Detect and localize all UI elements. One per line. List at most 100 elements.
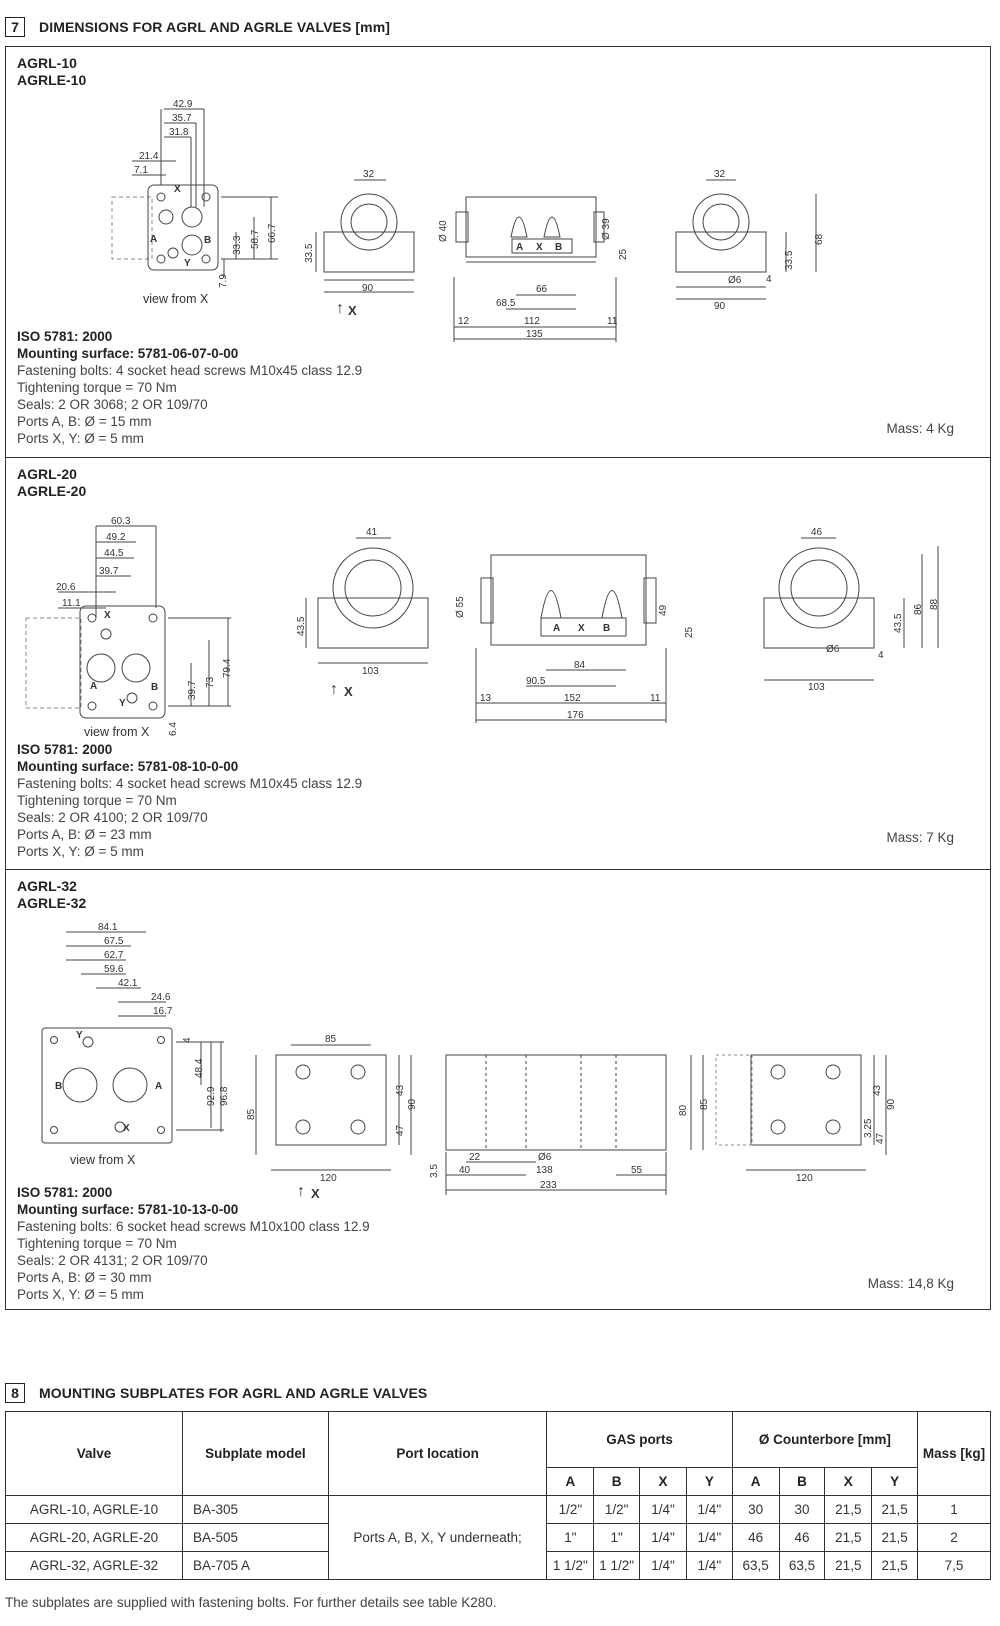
dim-label: 43: [395, 1084, 406, 1096]
arrow-up-icon: ↑: [330, 681, 338, 698]
dim-label: 12: [458, 316, 470, 327]
section-number: 7: [5, 17, 25, 37]
dim-label: Ø 39: [601, 218, 612, 240]
dim-label: 7.9: [218, 274, 229, 288]
gas-y: 1/4": [685, 1523, 733, 1552]
mass-cell: 1: [917, 1495, 991, 1524]
gas-y: 1/4": [685, 1495, 733, 1524]
dim-label: Ø6: [538, 1152, 552, 1163]
dim-label: 138: [536, 1165, 553, 1176]
mounting-face-drawing: [41, 931, 224, 1144]
dim-label: 176: [567, 710, 584, 721]
view-direction-label: X: [344, 684, 353, 699]
dim-label: Ø 40: [438, 220, 449, 242]
mass-value: Mass: 4 Kg: [886, 421, 954, 436]
ports-ab: Ports A, B: Ø = 30 mm: [17, 1270, 152, 1285]
dim-label: 44.5: [104, 548, 124, 559]
spec-block: ISO 5781: 2000 Mounting surface: 5781-08…: [17, 741, 362, 860]
gas-a: 1/2": [546, 1495, 595, 1524]
view-label: view from X: [84, 725, 150, 739]
dim-label: 90: [407, 1098, 418, 1110]
dim-label: 11.1: [62, 598, 81, 609]
header-mass: Mass [kg]: [917, 1411, 991, 1496]
ports-ab: Ports A, B: Ø = 15 mm: [17, 414, 152, 429]
dim-label: 96.8: [219, 1086, 230, 1106]
dim-label: 33.5: [304, 243, 315, 263]
dim-label: 112: [524, 316, 540, 327]
front-view-dims: 41 43.5 103: [296, 527, 379, 677]
dim-label: 90: [362, 283, 374, 294]
dim-label: 68: [814, 233, 825, 245]
table-row: AGRL-20, AGRLE-20 BA-505 1" 1" 1/4" 1/4"…: [5, 1523, 991, 1552]
valve-cell: AGRL-32, AGRLE-32: [5, 1551, 183, 1580]
ports-ab: Ports A, B: Ø = 23 mm: [17, 827, 152, 842]
mass-value: Mass: 14,8 Kg: [867, 1276, 954, 1291]
dim-label: 90: [886, 1098, 897, 1110]
dim-label: 85: [699, 1098, 710, 1110]
iso-standard: ISO 5781: 2000: [17, 742, 113, 757]
dim-label: 120: [320, 1173, 337, 1184]
subheader-a: A: [546, 1467, 595, 1496]
valve-cell: AGRL-10, AGRLE-10: [5, 1495, 183, 1524]
dim-label: 68.5: [496, 298, 516, 309]
fastening-bolts: Fastening bolts: 6 socket head screws M1…: [17, 1219, 370, 1234]
port-label-a: A: [553, 623, 560, 634]
tightening-torque: Tightening torque = 70 Nm: [17, 793, 177, 808]
dim-label: 11: [607, 316, 618, 327]
port-label-y: Y: [76, 1030, 83, 1041]
dim-label: 11: [650, 693, 661, 704]
dim-label: 4: [878, 650, 884, 661]
port-label-x: X: [174, 184, 181, 195]
mass-cell: 2: [917, 1523, 991, 1552]
iso-standard: ISO 5781: 2000: [17, 329, 113, 344]
section-title: MOUNTING SUBPLATES FOR AGRL AND AGRLE VA…: [39, 1385, 428, 1401]
port-label-b: B: [151, 682, 158, 693]
cb-b: 46: [778, 1523, 826, 1552]
subplate-cell: BA-705 A: [182, 1551, 329, 1580]
model-name: AGRL-20 AGRLE-20: [17, 466, 87, 499]
spec-block: ISO 5781: 2000 Mounting surface: 5781-10…: [17, 1184, 370, 1303]
dim-label: 120: [796, 1173, 813, 1184]
end-view-dims: 43 90 3.25 47 120: [796, 1084, 897, 1184]
dim-label: 73: [205, 676, 216, 688]
dim-label: 6.4: [168, 722, 179, 736]
header-valve: Valve: [5, 1411, 183, 1496]
valve-panel-10: AGRL-10 AGRLE-10: [6, 47, 990, 457]
drawing-agrl-20: 60.3 49.2 44.5 39.7 20.6 11.1 39.7 73 79…: [25, 516, 940, 739]
cb-x: 21,5: [824, 1495, 873, 1524]
cb-a: 46: [731, 1523, 780, 1552]
model-name: AGRL-32 AGRLE-32: [17, 878, 87, 911]
dim-label: 84: [574, 660, 586, 671]
port-label-x: X: [578, 623, 585, 634]
dim-label: 233: [540, 1180, 557, 1191]
subheader-x: X: [639, 1467, 687, 1496]
fastening-bolts: Fastening bolts: 4 socket head screws M1…: [17, 776, 363, 791]
dim-label: 47: [875, 1132, 886, 1144]
subheader-a: A: [731, 1467, 780, 1496]
dim-label: 58.7: [250, 229, 261, 249]
seals: Seals: 2 OR 4100; 2 OR 109/70: [17, 810, 208, 825]
port-label-a: A: [90, 681, 97, 692]
body-view-dims: Ø 55 49 25 84 90.5 152 176 13 11 A X B: [455, 596, 695, 721]
end-view-dims: 46 43.5 86 88 4 Ø6 103: [808, 527, 940, 693]
mounting-surface: Mounting surface: 5781-08-10-0-00: [17, 759, 239, 774]
dim-label: 90: [714, 301, 726, 312]
seals: Seals: 2 OR 4131; 2 OR 109/70: [17, 1253, 208, 1268]
body-view-dims: Ø 40 Ø 39 25 66 68.5 112 135 12 11 A X B: [438, 218, 629, 340]
front-view-dims: 32 33.5 90: [304, 169, 375, 294]
dim-label: 21.4: [139, 151, 159, 162]
dim-label: 31.8: [169, 127, 189, 138]
subplate-cell: BA-305: [182, 1495, 329, 1524]
dim-label: 47: [395, 1124, 406, 1136]
header-counterbore: Ø Counterbore [mm]: [731, 1411, 919, 1468]
dim-label: 32: [714, 169, 726, 180]
dim-label: 13: [480, 693, 492, 704]
cb-y: 21,5: [871, 1523, 919, 1552]
subheader-y: Y: [685, 1467, 733, 1496]
dim-label: 67.5: [104, 936, 124, 947]
cb-y: 21,5: [871, 1495, 919, 1524]
dim-label: 85: [325, 1034, 337, 1045]
port-label-x: X: [536, 242, 543, 253]
dim-label: 42.9: [173, 99, 193, 110]
spec-block: ISO 5781: 2000 Mounting surface: 5781-06…: [17, 328, 362, 447]
